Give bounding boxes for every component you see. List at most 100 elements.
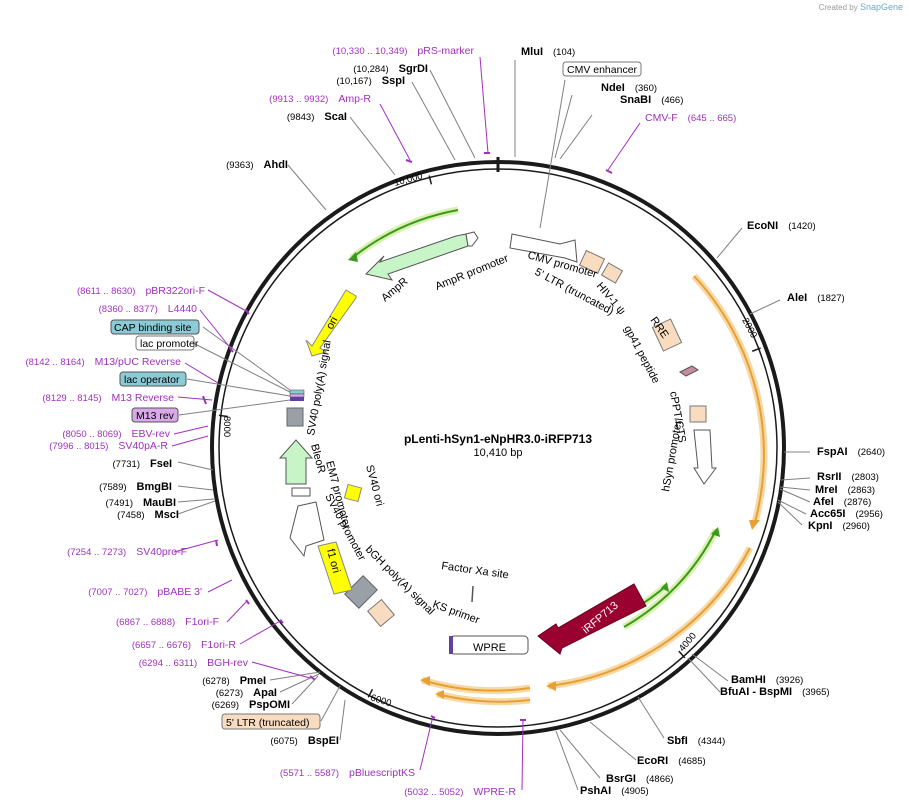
sv40-ori-box	[343, 483, 363, 503]
enzyme-fspai: FspAI(2640)	[817, 446, 885, 458]
enzyme-ecori: EcoRI(4685)	[637, 755, 706, 767]
primer-mark-cmvf	[605, 169, 613, 174]
enzyme-bamhi: BamHI(3926)	[731, 674, 803, 686]
ori-arrow	[305, 289, 357, 357]
green-arc-top	[351, 209, 459, 259]
primer-m13-puc-reverse: (8142 .. 8164)M13/pUC Reverse	[25, 356, 181, 368]
leader-sbfi	[637, 696, 665, 739]
tick-label-2000: 2000	[739, 316, 759, 340]
enzyme-leader-lines	[177, 60, 811, 791]
leader-mrei	[779, 486, 811, 491]
green-arc-2-head	[661, 582, 669, 592]
lac-operator-label: lac operator	[124, 374, 180, 386]
green-arc-1	[623, 529, 717, 628]
plasmid-name: pLenti-hSyn1-eNpHR3.0-iRFP713	[404, 432, 592, 446]
primer-mark-pks	[430, 715, 436, 719]
cmv-enhancer-label: CMV enhancer	[567, 64, 638, 76]
leader-rsrii	[780, 477, 811, 481]
leader-lac-promoter	[192, 342, 291, 393]
leader-kpni	[777, 501, 803, 526]
primer-mark-l4440	[229, 347, 234, 353]
orange-arc-1	[693, 275, 765, 523]
label-ks-primer: KS primer	[431, 599, 481, 627]
primer-sv40pa-r: (7996 .. 8015)SV40pA-R	[49, 440, 168, 452]
leader-fsei	[177, 461, 214, 471]
leader-acc65i	[777, 499, 807, 515]
enzyme-pmei: (6278)PmeI	[202, 675, 266, 687]
lac-operator-mark	[289, 389, 305, 395]
enzyme-bfuai-bspmi: BfuAI - BspMI(3965)	[720, 686, 830, 698]
enzyme-fsei: (7731)FseI	[113, 458, 172, 470]
leader-bfuai	[687, 657, 721, 693]
label-bleor: BleoR	[308, 443, 327, 475]
hsyn-promoter-arrow	[693, 429, 717, 485]
green-arc-1-head	[711, 527, 720, 537]
leader-maubi	[177, 498, 215, 503]
leader-snabi	[559, 114, 593, 160]
enzyme-bsrgi: BsrGI(4866)	[606, 773, 673, 785]
leader-pspomi	[291, 675, 319, 705]
label-ampr-promoter: AmpR promoter	[434, 252, 511, 292]
lac-promoter-box	[135, 335, 195, 351]
primer-line-pks	[419, 715, 434, 771]
enzyme-apai: (6273)ApaI	[216, 687, 277, 699]
green-arc-features	[348, 206, 720, 631]
rre-box	[651, 318, 683, 352]
primer-line-ebv	[173, 425, 209, 435]
ltr-bottom-label: 5' LTR (truncated)	[226, 717, 310, 729]
orange-arc-1-head	[749, 520, 760, 530]
primer-mark-pbr	[245, 309, 250, 315]
inner-features	[278, 231, 717, 655]
enzyme-maubi: (7491)MauBI	[106, 497, 176, 509]
m13-rev-box	[131, 407, 179, 423]
leader-econi	[716, 227, 743, 259]
leader-ecori	[589, 721, 637, 761]
orange-arc-3	[421, 679, 531, 692]
ampr-promoter-arrow	[465, 231, 479, 247]
leader-sspi	[411, 81, 456, 161]
ruler-tick-8000	[218, 414, 228, 418]
cap-binding-label: CAP binding site	[114, 322, 192, 334]
leader-ahdi	[287, 164, 327, 211]
enzyme-sspi: (10,167)SspI	[336, 75, 405, 87]
bgh-polya-box	[344, 575, 378, 609]
enzyme-labels: MluI(104) NdeI(360) SnaBI(466) EcoNI(142…	[99, 46, 885, 797]
cap-binding-box	[110, 319, 200, 335]
primer-prs-marker: (10,330 .. 10,349)pRS-marker	[332, 45, 474, 57]
primer-line-pbr	[207, 289, 249, 313]
enzyme-pshai: PshAI(4905)	[580, 785, 649, 797]
primer-line-sv40pa	[171, 435, 209, 447]
leader-afei	[779, 488, 811, 503]
bleor-arrow	[278, 439, 314, 485]
primer-line-sv40pro	[173, 539, 219, 553]
primer-line-cmvf	[607, 122, 641, 171]
enzyme-alei: AleI(1827)	[787, 292, 845, 304]
m13-rev-label: M13 rev	[136, 410, 175, 422]
primer-line-m13puc	[184, 362, 219, 384]
orange-arc-3-head	[420, 676, 430, 686]
lac-promoter-label: lac promoter	[140, 338, 199, 350]
leader-pmei	[269, 671, 321, 681]
primer-pbabe3: (7007 .. 7027)pBABE 3'	[88, 586, 202, 598]
label-sv40-polya: SV40 poly(A) signal	[305, 339, 334, 436]
ampr-arrow	[365, 233, 469, 281]
factor-xa-mark	[471, 585, 474, 603]
primer-line-ampr	[379, 103, 411, 161]
tick-label-8000: 8000	[221, 416, 232, 437]
primer-amp-r: (9913 .. 9932)Amp-R	[269, 93, 371, 105]
primer-f1ori-f: (6867 .. 6888)F1ori-F	[116, 616, 219, 628]
primer-pbr322ori-f: (8611 .. 8630)pBR322ori-F	[77, 285, 205, 297]
label-ori: ori	[324, 315, 340, 331]
primer-labels: (10,330 .. 10,349)pRS-marker (9913 .. 99…	[25, 45, 736, 798]
primer-mark-bgh	[309, 675, 316, 681]
green-arc-top-head	[348, 252, 358, 262]
enzyme-bspei: (6075)BspEI	[270, 735, 339, 747]
primer-cmv-f: CMV-F(645 .. 665)	[645, 112, 736, 124]
em7-box	[291, 487, 311, 497]
orange-arc-4-head	[435, 690, 444, 699]
ltr-bottom-box	[221, 713, 321, 730]
gp41-box	[679, 365, 699, 377]
label-ampr: AmpR	[379, 275, 410, 304]
cmv-enhancer-box	[562, 61, 642, 77]
